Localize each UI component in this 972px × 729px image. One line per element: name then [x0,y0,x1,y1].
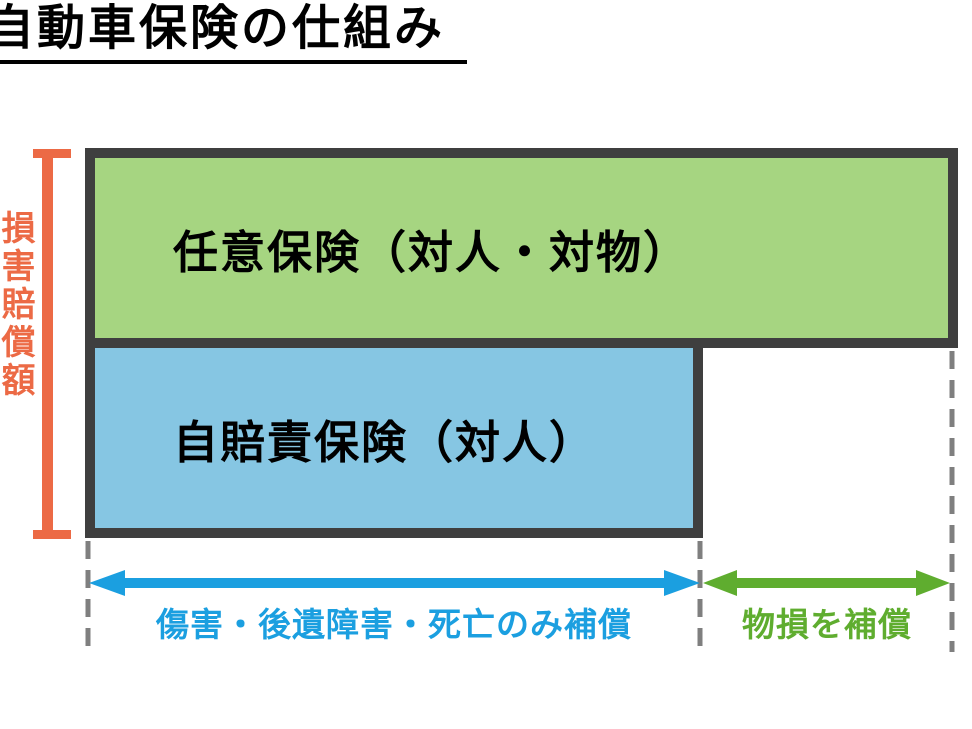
personal-coverage-label: 傷害・後遺障害・死亡のみ補償 [156,606,632,643]
voluntary-insurance-label: 任意保険（対人・対物） [173,226,691,278]
page-title: 自動車保険の仕組み [0,1,468,65]
compensation-bracket-top-cap [33,149,71,158]
compulsory-insurance-box: 自賠責保険（対人） [85,338,703,538]
compensation-amount-label: 損害賠償額 [0,210,34,400]
property-coverage-double-arrow-icon [703,570,950,596]
compensation-bracket-bottom-cap [33,530,71,539]
personal-coverage-double-arrow-icon [89,570,700,596]
property-coverage-label: 物損を補償 [742,606,912,643]
compensation-bracket-stem [42,149,53,539]
compulsory-insurance-label: 自賠責保険（対人） [173,416,597,468]
